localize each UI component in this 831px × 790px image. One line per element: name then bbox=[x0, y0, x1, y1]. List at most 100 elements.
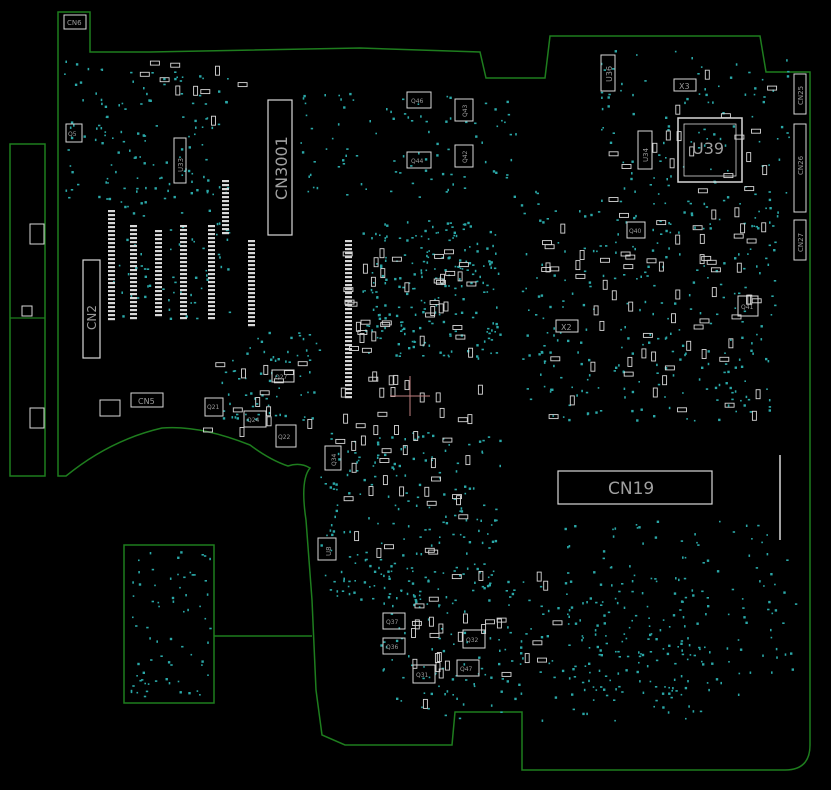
pad bbox=[507, 113, 511, 116]
pad bbox=[539, 585, 543, 588]
header-pin bbox=[222, 188, 229, 191]
header-pin bbox=[155, 250, 162, 253]
connector-cn6[interactable] bbox=[63, 14, 87, 30]
pad bbox=[376, 325, 379, 328]
connector-cn25[interactable] bbox=[793, 73, 807, 115]
passive-part bbox=[371, 331, 377, 342]
transistor-q31[interactable]: Q31 bbox=[412, 664, 436, 684]
header-pin bbox=[222, 192, 229, 195]
transistor-q37[interactable]: Q37 bbox=[382, 612, 406, 630]
pad bbox=[554, 696, 558, 699]
pad bbox=[455, 470, 458, 473]
transistor-q32[interactable]: Q32 bbox=[462, 629, 486, 649]
pad bbox=[588, 281, 592, 284]
transistor-q27[interactable]: Q27 bbox=[271, 369, 295, 383]
pad bbox=[449, 96, 452, 99]
transistor-q21[interactable]: Q21 bbox=[204, 397, 224, 417]
pad bbox=[546, 218, 549, 220]
pad bbox=[483, 563, 486, 565]
pad bbox=[668, 247, 670, 250]
transistor-q42[interactable]: Q42 bbox=[454, 144, 474, 168]
pad bbox=[786, 132, 789, 134]
pad bbox=[535, 190, 537, 194]
pad bbox=[422, 311, 425, 314]
pad bbox=[471, 316, 475, 319]
transistor-q40[interactable]: Q40 bbox=[626, 221, 646, 239]
chip-u33[interactable] bbox=[173, 137, 187, 184]
pad bbox=[70, 189, 74, 191]
pad bbox=[481, 541, 484, 545]
transistor-q34[interactable]: Q34 bbox=[324, 445, 342, 471]
pad bbox=[98, 195, 101, 199]
pad bbox=[786, 75, 790, 78]
passive-part bbox=[701, 255, 712, 261]
transistor-q41[interactable]: Q41 bbox=[737, 295, 759, 317]
pad bbox=[794, 603, 798, 605]
pad bbox=[201, 126, 204, 128]
pad bbox=[384, 326, 386, 330]
connector-cn27[interactable] bbox=[793, 219, 807, 261]
pad bbox=[453, 234, 455, 237]
chip-u8[interactable] bbox=[317, 537, 337, 561]
pad bbox=[333, 580, 336, 583]
chip-u39[interactable] bbox=[677, 117, 743, 183]
pad bbox=[396, 697, 399, 700]
connector-cn3001[interactable] bbox=[267, 99, 293, 236]
pad bbox=[525, 633, 528, 635]
pad bbox=[318, 349, 322, 351]
passive-part bbox=[237, 82, 248, 88]
pad bbox=[754, 193, 757, 196]
header-pin bbox=[130, 293, 137, 296]
header-pin bbox=[155, 278, 162, 281]
header-pin bbox=[108, 254, 115, 257]
transistor-q43[interactable]: Q43 bbox=[454, 98, 474, 122]
connector-cn19[interactable] bbox=[557, 470, 713, 505]
pad bbox=[132, 212, 136, 215]
pad bbox=[445, 120, 448, 123]
passive-part bbox=[428, 596, 439, 602]
chip-u34[interactable] bbox=[637, 130, 653, 170]
crystal-x2[interactable] bbox=[555, 319, 579, 333]
pad bbox=[686, 97, 689, 101]
connector-cn5[interactable] bbox=[130, 392, 164, 408]
pad bbox=[209, 557, 211, 561]
transistor-q5[interactable]: Q5 bbox=[65, 123, 83, 143]
pad bbox=[200, 287, 203, 290]
pad bbox=[185, 594, 187, 597]
pad bbox=[583, 270, 587, 273]
pad bbox=[673, 678, 676, 681]
pad bbox=[667, 129, 670, 131]
pad bbox=[490, 261, 493, 264]
passive-part bbox=[381, 448, 392, 454]
pad bbox=[466, 567, 469, 570]
connector-cn2[interactable] bbox=[82, 259, 101, 359]
transistor-q46[interactable]: Q46 bbox=[406, 91, 432, 109]
pad bbox=[143, 87, 145, 90]
pad bbox=[307, 391, 309, 394]
header-pin bbox=[208, 253, 215, 256]
pad bbox=[452, 183, 454, 186]
pad bbox=[246, 418, 249, 422]
chip-u36[interactable] bbox=[600, 54, 616, 92]
pad bbox=[148, 284, 152, 287]
crystal-x3[interactable] bbox=[673, 78, 697, 92]
transistor-q47[interactable]: Q47 bbox=[456, 659, 480, 677]
pad bbox=[433, 571, 437, 573]
pad bbox=[145, 690, 149, 693]
pad bbox=[687, 200, 690, 203]
pad bbox=[530, 628, 532, 630]
pad bbox=[522, 581, 525, 583]
passive-part bbox=[343, 287, 354, 293]
pad bbox=[674, 50, 677, 53]
transistor-q24[interactable]: Q24 bbox=[243, 410, 267, 428]
pad bbox=[648, 625, 651, 627]
pad bbox=[464, 492, 467, 495]
transistor-q36[interactable]: Q36 bbox=[382, 637, 406, 655]
pad bbox=[649, 184, 652, 186]
transistor-q44[interactable]: Q44 bbox=[406, 151, 432, 169]
transistor-q22[interactable]: Q22 bbox=[275, 424, 297, 448]
pad bbox=[399, 172, 402, 174]
passive-part bbox=[560, 223, 566, 234]
connector-cn26[interactable] bbox=[793, 123, 807, 213]
